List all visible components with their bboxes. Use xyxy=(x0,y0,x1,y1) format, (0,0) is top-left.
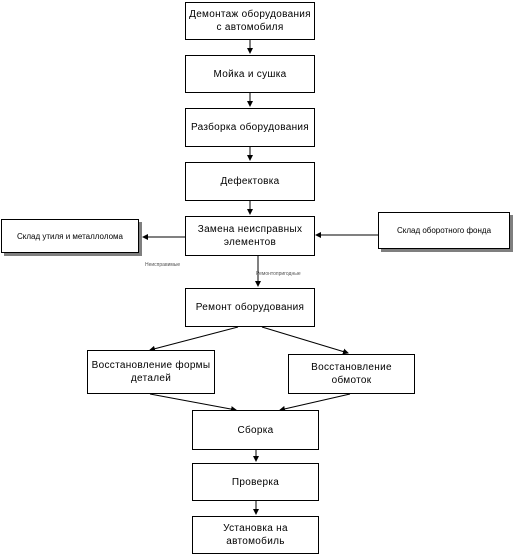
edge-repair-restore-windings xyxy=(261,326,349,355)
edge-label-to-scrap: Неиспрaвимые xyxy=(145,262,181,268)
node-assembly: Сборка xyxy=(192,410,319,450)
node-restore-parts: Восстановление формы деталей xyxy=(87,350,215,394)
edge-repair-restore-parts xyxy=(149,326,239,352)
edge-label-to-repair: Ремонтопригодные xyxy=(256,271,301,277)
node-install: Установка на автомобиль xyxy=(192,516,319,554)
node-check: Проверка xyxy=(192,463,319,501)
node-dismantle: Демонтаж оборудования с автомобиля xyxy=(185,2,315,40)
node-disassembly: Разборка оборудования xyxy=(185,108,315,147)
node-defect: Дефектовка xyxy=(185,162,315,201)
node-restore-windings: Восстановление обмоток xyxy=(288,354,415,394)
node-stock: Склад оборотного фонда xyxy=(378,212,510,249)
node-wash: Мойка и сушка xyxy=(185,55,315,93)
node-repair: Ремонт оборудования xyxy=(185,288,315,327)
edge-restore-windings-assembly xyxy=(279,393,351,412)
edge-restore-parts-assembly xyxy=(149,393,237,413)
node-replace: Замена неисправных элементов xyxy=(185,216,315,256)
node-scrap: Склад утиля и металлолома xyxy=(1,219,139,253)
